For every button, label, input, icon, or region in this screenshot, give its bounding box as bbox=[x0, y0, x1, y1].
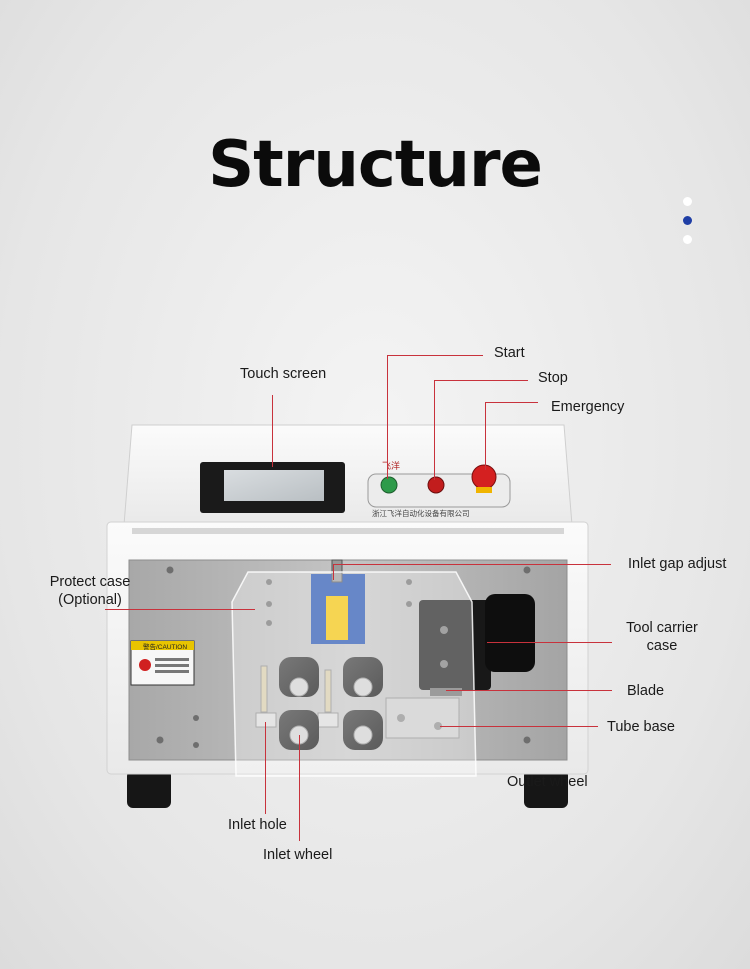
foot-left bbox=[127, 770, 171, 808]
label-emergency: Emergency bbox=[551, 399, 625, 415]
label-inlet-hole: Inlet hole bbox=[228, 817, 287, 833]
label-touch-screen: Touch screen bbox=[240, 366, 327, 382]
label-inlet-gap-adjust: Inlet gap adjust bbox=[628, 556, 727, 572]
leader-line bbox=[299, 735, 300, 841]
label-tool-carrier-line2: case bbox=[646, 638, 678, 654]
panel-brand: 飞洋 bbox=[382, 460, 400, 471]
leader-line bbox=[387, 355, 483, 356]
label-tool-carrier-case: Tool carrier case bbox=[612, 619, 712, 655]
leader-line bbox=[485, 402, 538, 403]
panel-company: 浙江飞洋自动化设备有限公司 bbox=[372, 508, 470, 518]
screws bbox=[156, 566, 531, 748]
leader-line bbox=[272, 395, 273, 467]
blade bbox=[430, 688, 462, 696]
leader-line bbox=[434, 380, 528, 381]
label-outlet-wheel: Outlet wheel bbox=[507, 774, 588, 790]
leader-line bbox=[333, 564, 611, 565]
pagination-dot[interactable] bbox=[683, 197, 692, 206]
label-protect-case-line1: Protect case bbox=[49, 574, 131, 590]
emergency-button bbox=[471, 464, 497, 490]
caution-label: 警告/CAUTION bbox=[130, 640, 195, 686]
label-blade: Blade bbox=[627, 683, 665, 699]
page-title: Structure bbox=[208, 128, 543, 202]
pagination-dot-active[interactable] bbox=[683, 216, 692, 225]
leader-line bbox=[446, 690, 612, 691]
label-stop: Stop bbox=[538, 370, 568, 386]
inlet-hole-blocks bbox=[255, 665, 339, 728]
leader-line bbox=[485, 402, 486, 470]
leader-line bbox=[440, 726, 598, 727]
start-button bbox=[380, 476, 398, 494]
button-panel bbox=[367, 464, 511, 508]
label-start: Start bbox=[494, 345, 525, 361]
vent-strip bbox=[132, 528, 564, 534]
protect-case bbox=[231, 571, 477, 777]
label-tube-base: Tube base bbox=[607, 719, 675, 735]
svg-text:警告/CAUTION: 警告/CAUTION bbox=[143, 642, 187, 651]
foot-right bbox=[524, 770, 568, 808]
leader-line bbox=[265, 722, 266, 814]
leader-line bbox=[105, 609, 255, 610]
stop-button bbox=[427, 476, 445, 494]
inlet-gap-adjust bbox=[311, 559, 365, 644]
pagination-dot[interactable] bbox=[683, 235, 692, 244]
label-protect-case-line2: (Optional) bbox=[58, 592, 122, 608]
label-tool-carrier-line1: Tool carrier bbox=[626, 620, 698, 636]
leader-line bbox=[333, 564, 334, 580]
label-protect-case: Protect case (Optional) bbox=[38, 573, 142, 609]
tube-base bbox=[385, 697, 460, 739]
touch-screen bbox=[200, 462, 345, 513]
leader-line bbox=[487, 642, 612, 643]
label-inlet-wheel: Inlet wheel bbox=[263, 847, 333, 863]
leader-line bbox=[387, 355, 388, 479]
leader-line bbox=[434, 380, 435, 480]
inlet-wheels bbox=[279, 657, 383, 750]
